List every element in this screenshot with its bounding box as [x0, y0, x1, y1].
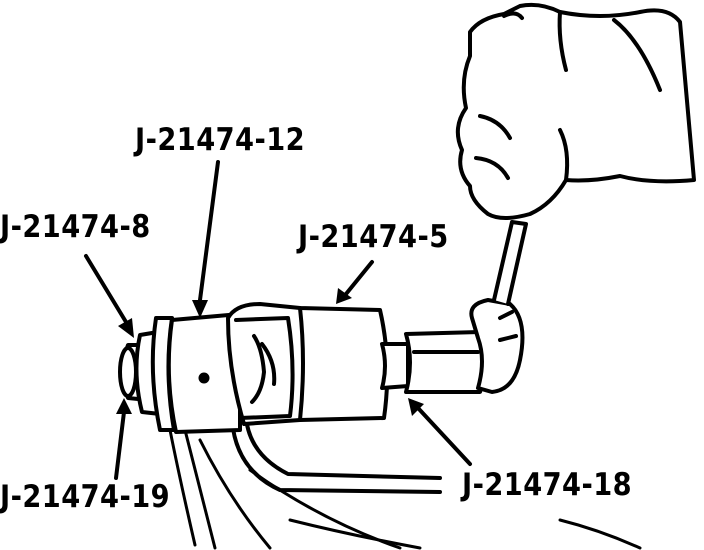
label-j-21474-12: J-21474-12 [135, 122, 306, 158]
arrow-j-21474-5 [344, 260, 374, 296]
wrench [469, 220, 528, 394]
collar [380, 342, 410, 390]
arrow-j-21474-12 [198, 160, 220, 302]
arrow-j-21474-19 [114, 410, 126, 480]
leader-arrows [84, 160, 472, 480]
label-j-21474-8: J-21474-8 [0, 209, 151, 245]
label-j-21474-19: J-21474-19 [0, 479, 171, 515]
hand [455, 2, 696, 220]
screw-j-21474-18 [404, 330, 487, 394]
sleeve-j-21474-12 [166, 312, 242, 434]
label-j-21474-18: J-21474-18 [462, 467, 633, 503]
body-j-21474-5 [226, 302, 390, 426]
arrow-j-21474-18 [416, 406, 472, 466]
arrow-j-21474-8 [84, 254, 128, 324]
washer-j-21474-8 [134, 316, 176, 432]
label-j-21474-5: J-21474-5 [298, 219, 449, 255]
